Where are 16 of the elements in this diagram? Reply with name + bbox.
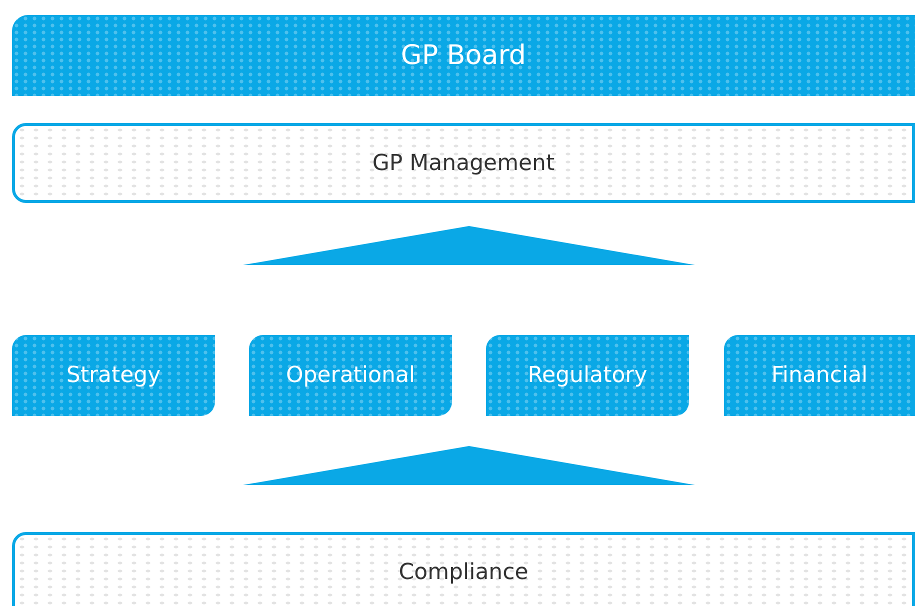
box-label: Compliance [398,560,528,584]
level-box [12,15,915,96]
upward-arrow [243,226,695,265]
level-box [12,335,215,416]
box-label: Regulatory [528,363,648,388]
level-band [12,123,915,203]
level-band [12,532,915,606]
upward-arrow [243,446,695,485]
box-label: GP Board [400,40,526,71]
level-box [486,335,689,416]
box-label: GP Management [372,150,555,176]
box-label: Operational [286,363,416,388]
level-box [249,335,452,416]
level-box [724,335,915,416]
box-label: Financial [771,363,868,388]
box-label: Strategy [66,363,161,388]
